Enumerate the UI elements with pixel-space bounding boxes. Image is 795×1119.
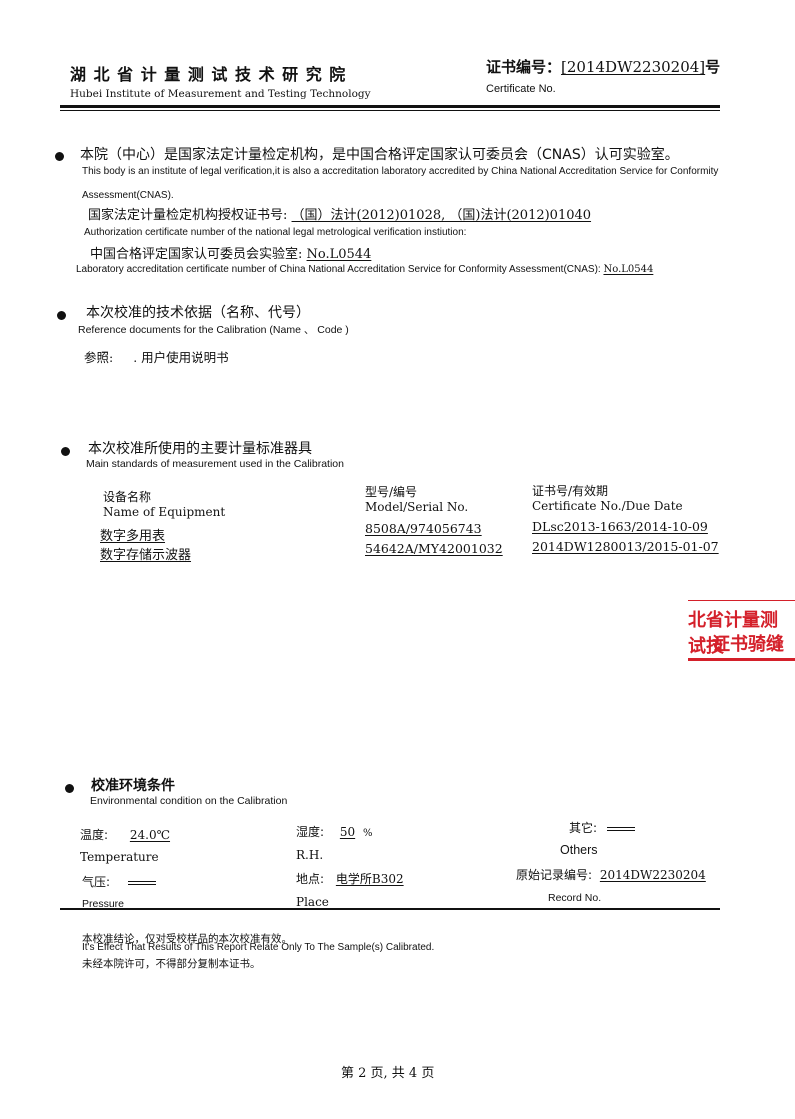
column-equipment-en: Name of Equipment <box>103 505 226 519</box>
column-cert-cn: 证书号/有效期 <box>532 484 609 498</box>
others-label-cn: 其它: <box>569 821 598 835</box>
section4-title-en: Environmental condition on the Calibrati… <box>90 795 288 807</box>
seal-line-1: 北省计量测试技 <box>688 610 778 657</box>
lab-value-en: No.L0544 <box>603 264 654 275</box>
certificate-number: [2014DW2230204] <box>561 58 706 76</box>
section4-bullet <box>65 784 74 793</box>
lab-label-cn: 中国合格评定国家认可委员会实验室: <box>90 247 303 262</box>
others-line: 其它: <box>569 819 635 836</box>
humidity-unit: % <box>362 828 373 839</box>
temperature-value: 24.0℃ <box>129 828 171 842</box>
humidity-label-cn: 湿度: <box>296 825 325 839</box>
section2-title-en: Reference documents for the Calibration … <box>78 324 349 336</box>
record-label-cn: 原始记录编号: <box>516 868 593 882</box>
institute-name-en: Hubei Institute of Measurement and Testi… <box>70 88 371 100</box>
place-line: 地点: 电学所B302 <box>296 870 404 887</box>
section3-title-en: Main standards of measurement used in th… <box>86 458 344 470</box>
pressure-line: 气压: <box>82 873 156 890</box>
section3-title: 本次校准所使用的主要计量标准器具 <box>88 441 312 457</box>
environment-divider <box>60 908 720 910</box>
reference-line: 参照: . 用户使用说明书 <box>84 347 229 366</box>
place-value: 电学所B302 <box>335 872 404 886</box>
place-label-cn: 地点: <box>296 872 325 886</box>
section1-title: 本院（中心）是国家法定计量检定机构，是中国合格评定国家认可委员会（CNAS）认可… <box>80 147 679 163</box>
temperature-label-en: Temperature <box>80 850 159 864</box>
table-row-1-model: 8508A/974056743 <box>365 521 482 536</box>
pressure-label-en: Pressure <box>82 898 125 910</box>
reference-value: . 用户使用说明书 <box>133 350 229 365</box>
page-number: 第 2 页, 共 4 页 <box>341 1066 435 1081</box>
lab-label-en-line: Laboratory accreditation certificate num… <box>76 264 653 275</box>
column-equipment-cn: 设备名称 <box>103 490 152 504</box>
footer-note-en: It's Effect That Results of This Report … <box>82 942 435 953</box>
record-line: 原始记录编号: 2014DW2230204 <box>516 866 706 883</box>
section1-bullet <box>55 152 64 161</box>
header-divider-bottom <box>60 110 720 111</box>
section2-title: 本次校准的技术依据（名称、代号） <box>86 305 310 321</box>
table-row-1-name: 数字多用表 <box>100 529 166 544</box>
authorization-value: （国）法计(2012)01028, （国)法计(2012)01040 <box>291 208 592 223</box>
place-label-en: Place <box>296 895 329 909</box>
certificate-label-cn: 证书编号： <box>486 58 562 76</box>
footer-note-cn-2: 未经本院许可，不得部分复制本证书。 <box>82 958 261 970</box>
authorization-label-en: Authorization certificate number of the … <box>84 227 467 238</box>
table-row-2-cert: 2014DW1280013/2015-01-07 <box>532 539 719 554</box>
certificate-number-block: 证书编号：[2014DW2230204]号 <box>486 56 720 77</box>
lab-line: 中国合格评定国家认可委员会实验室: No.L0544 <box>90 243 371 262</box>
seal-top-rule <box>688 600 795 601</box>
table-row-1-cert: DLsc2013-1663/2014-10-09 <box>532 519 708 534</box>
section2-bullet <box>57 311 66 320</box>
authorization-label-cn: 国家法定计量检定机构授权证书号: <box>88 208 288 223</box>
section1-desc-en-1: This body is an institute of legal verif… <box>82 166 719 177</box>
section4-title: 校准环境条件 <box>91 778 175 794</box>
column-cert-en: Certificate No./Due Date <box>532 499 683 513</box>
column-model-cn: 型号/编号 <box>365 485 418 499</box>
table-row-2-name: 数字存储示波器 <box>100 548 192 563</box>
institute-name-cn: 湖 北 省 计 量 测 试 技 术 研 究 院 <box>70 65 347 84</box>
pressure-label-cn: 气压: <box>82 875 111 889</box>
pressure-empty-dash <box>127 880 156 885</box>
reference-label: 参照: <box>84 350 114 365</box>
seal-line-2: 证书骑缝 <box>712 634 784 655</box>
header-divider-top <box>60 105 720 108</box>
lab-label-en: Laboratory accreditation certificate num… <box>76 264 601 275</box>
seal-bottom-rule <box>688 658 795 661</box>
lab-value: No.L0544 <box>306 247 372 262</box>
authorization-line: 国家法定计量检定机构授权证书号: （国）法计(2012)01028, （国)法计… <box>88 204 591 223</box>
certificate-suffix: 号 <box>705 58 721 76</box>
footer-note-cn-1: 本校准结论，仅对受校样品的本次校准有效。 <box>82 933 292 945</box>
others-label-en: Others <box>560 843 598 857</box>
record-value: 2014DW2230204 <box>599 868 706 882</box>
temperature-label-cn: 温度: <box>80 828 109 842</box>
temperature-line: 温度: 24.0℃ <box>80 826 170 843</box>
certificate-label-en: Certificate No. <box>486 83 556 95</box>
section1-desc-en-2: Assessment(CNAS). <box>82 190 174 201</box>
humidity-label-en: R.H. <box>296 848 324 862</box>
section3-bullet <box>61 447 70 456</box>
humidity-line: 湿度: 50 % <box>296 823 373 840</box>
seam-seal-stamp: 北省计量测试技 证书骑缝 <box>688 598 795 664</box>
humidity-value: 50 <box>339 825 356 839</box>
table-row-2-model: 54642A/MY42001032 <box>365 541 503 556</box>
record-label-en: Record No. <box>548 892 602 904</box>
column-model-en: Model/Serial No. <box>365 500 469 514</box>
others-empty-dash <box>606 826 635 831</box>
